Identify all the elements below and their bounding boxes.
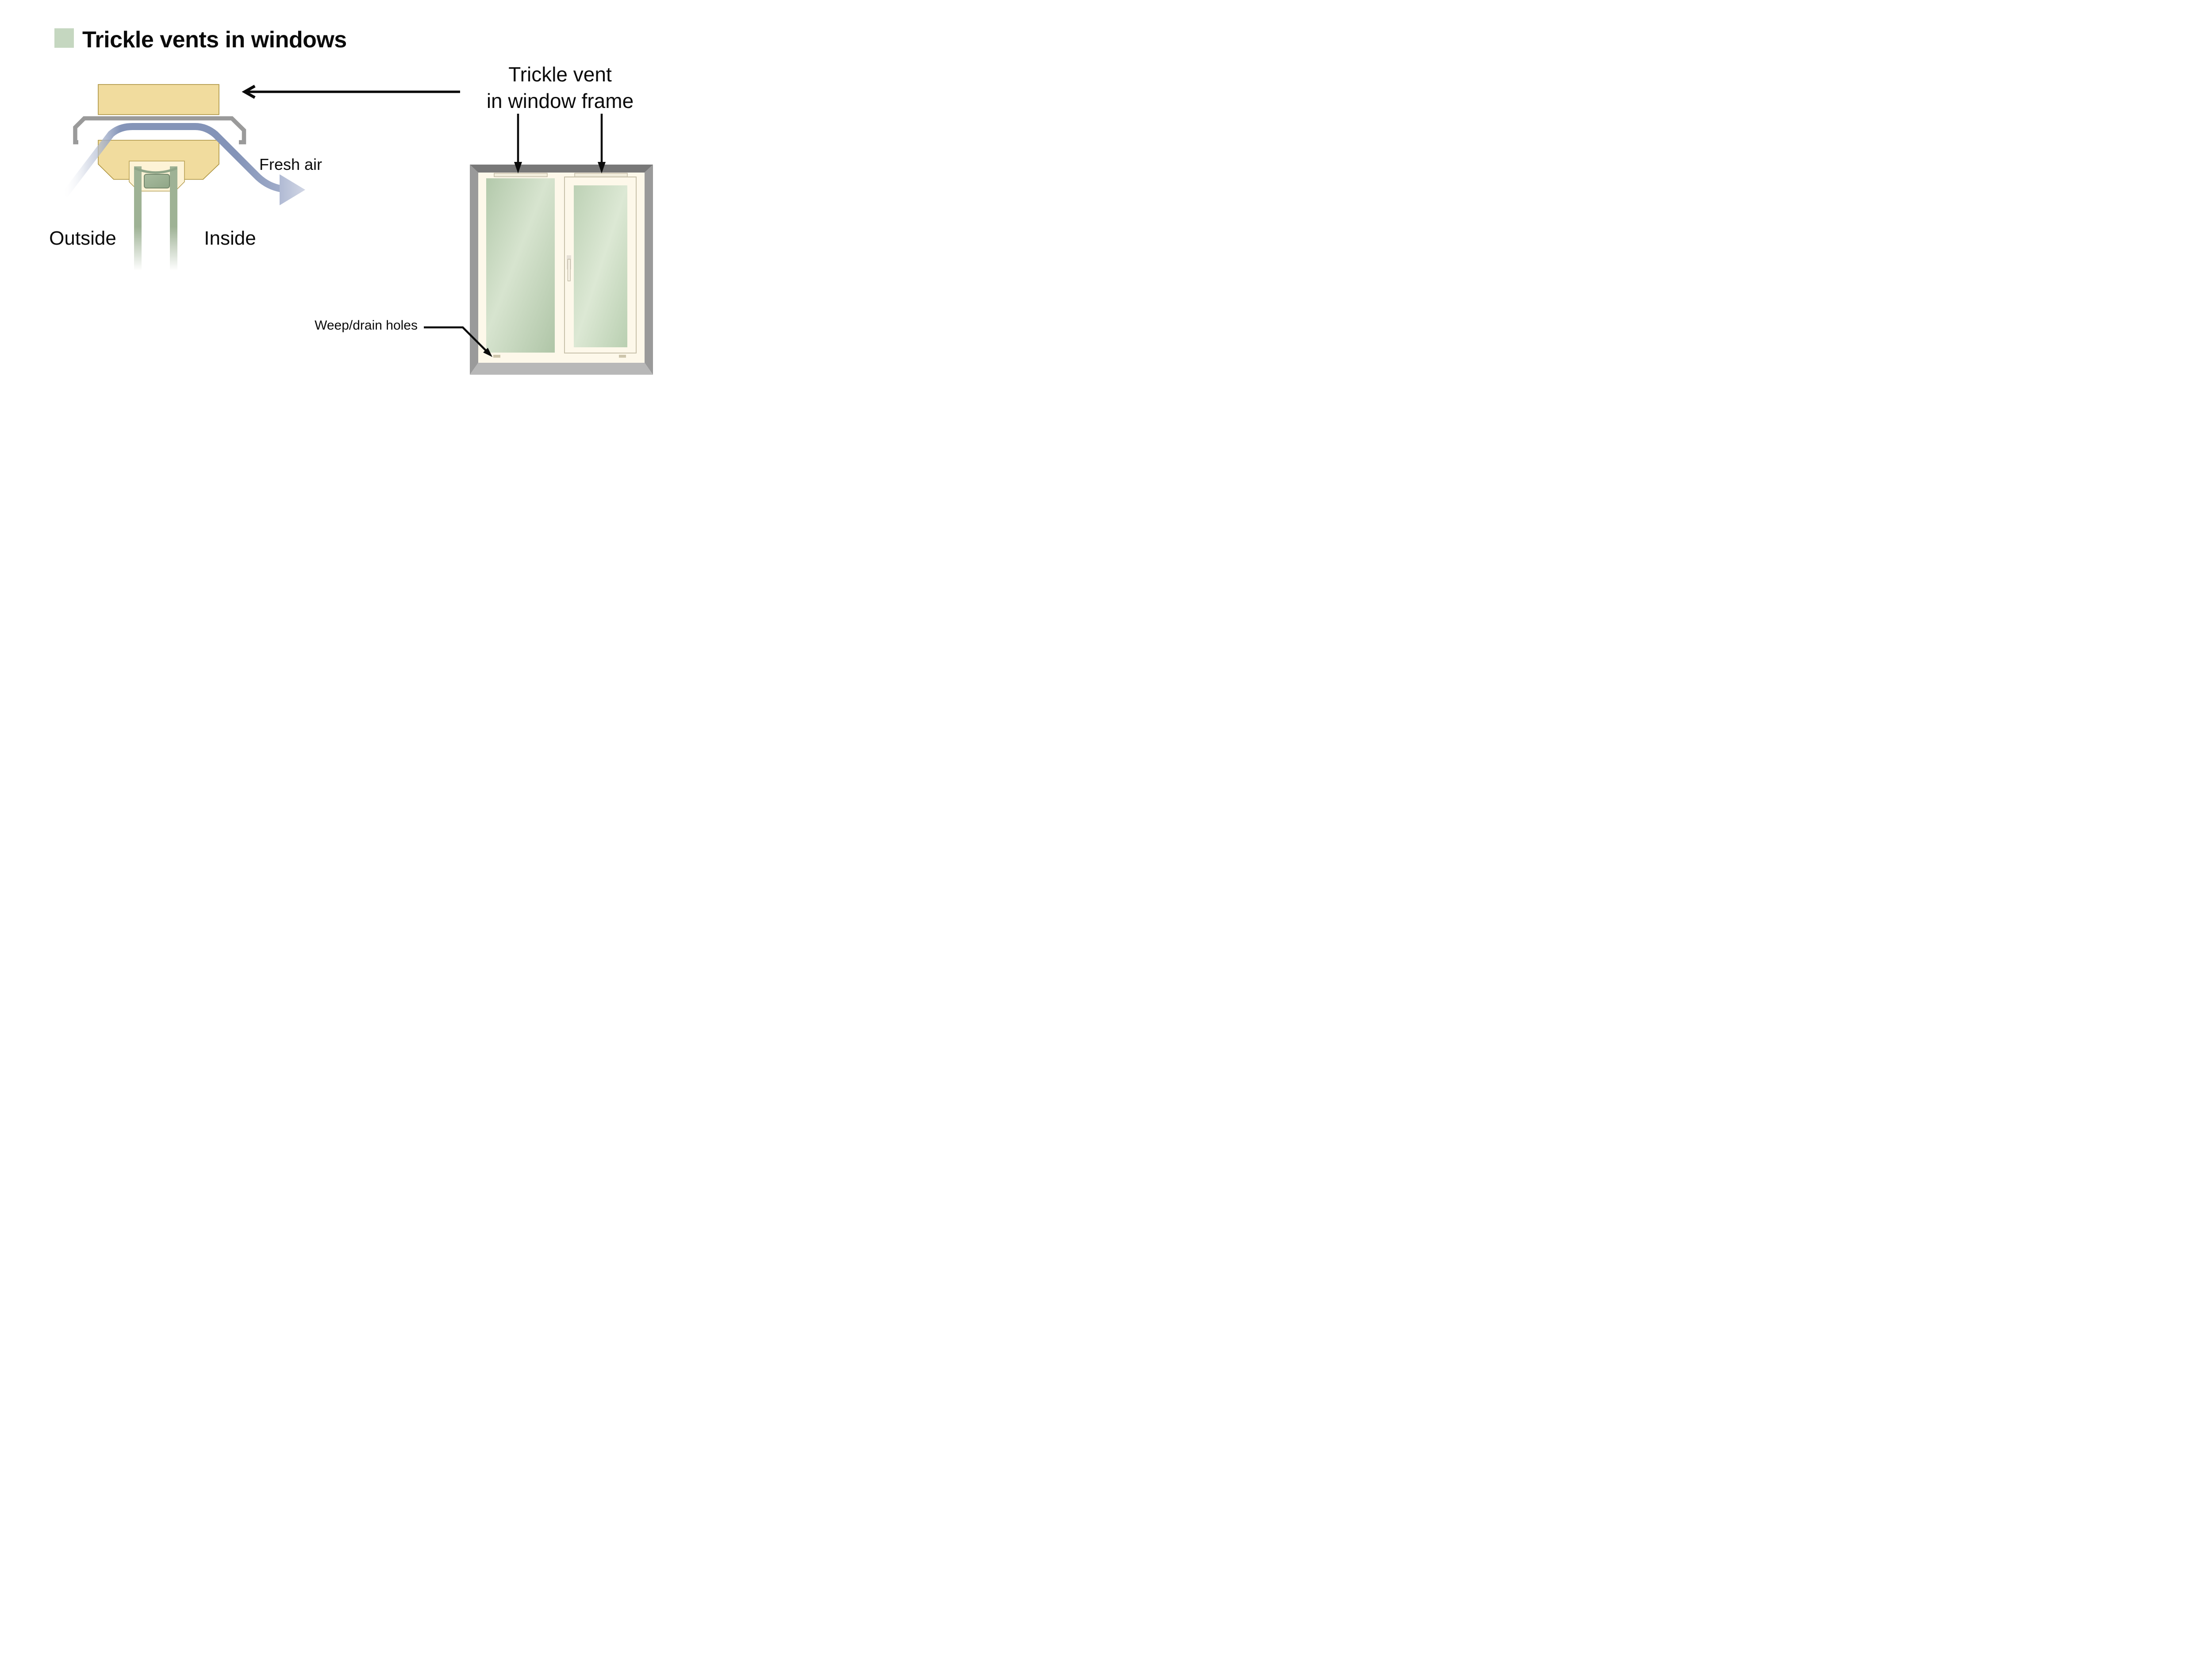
trickle-vent-label-line1: Trickle vent — [508, 63, 612, 86]
window-glass-left — [486, 178, 555, 353]
inside-label: Inside — [204, 227, 256, 249]
trickle-vent-slot-right — [574, 173, 628, 177]
window-frame-right — [645, 165, 653, 375]
glazing-seal-arc — [134, 167, 178, 174]
vent-arrow-right-icon — [598, 114, 606, 173]
weep-leader-line — [424, 326, 489, 354]
frame-head-block — [98, 84, 219, 115]
weep-hole-right — [619, 355, 626, 358]
cross-section-group: Outside Inside Fresh air — [49, 84, 322, 271]
fresh-air-arrowhead-icon — [280, 174, 305, 205]
window-handle-lever — [567, 259, 571, 281]
trickle-vent-label-line2: in window frame — [487, 89, 634, 112]
airflow-band — [61, 123, 282, 197]
glazing-spacer — [144, 174, 170, 188]
window-group — [470, 165, 653, 375]
vent-arrow-right-head — [598, 162, 606, 173]
title-accent-swatch — [54, 28, 74, 48]
vent-hood-bracket — [73, 116, 246, 145]
fresh-air-label: Fresh air — [259, 155, 322, 173]
window-glass-right — [574, 185, 627, 347]
vent-pointer-head — [242, 84, 256, 99]
vent-arrow-left-icon — [514, 114, 522, 173]
glass-pane-outer — [134, 166, 142, 271]
trickle-vent-slot-left — [494, 173, 548, 177]
weep-label: Weep/drain holes — [315, 318, 418, 333]
weep-leader-arrow-icon — [424, 326, 492, 357]
vent-pointer-arrow-icon — [242, 84, 460, 99]
weep-leader-head — [483, 348, 492, 357]
outside-label: Outside — [49, 227, 116, 249]
diagram-svg: Trickle vents in windows Outside Inside … — [49, 27, 653, 375]
window-frame-left — [470, 165, 478, 375]
vent-arrow-left-head — [514, 162, 522, 173]
glass-pane-inner — [170, 166, 177, 271]
window-frame-top — [470, 165, 653, 173]
window-frame-bottom — [470, 363, 653, 375]
page-title: Trickle vents in windows — [82, 27, 347, 53]
weep-hole-left — [493, 355, 500, 358]
